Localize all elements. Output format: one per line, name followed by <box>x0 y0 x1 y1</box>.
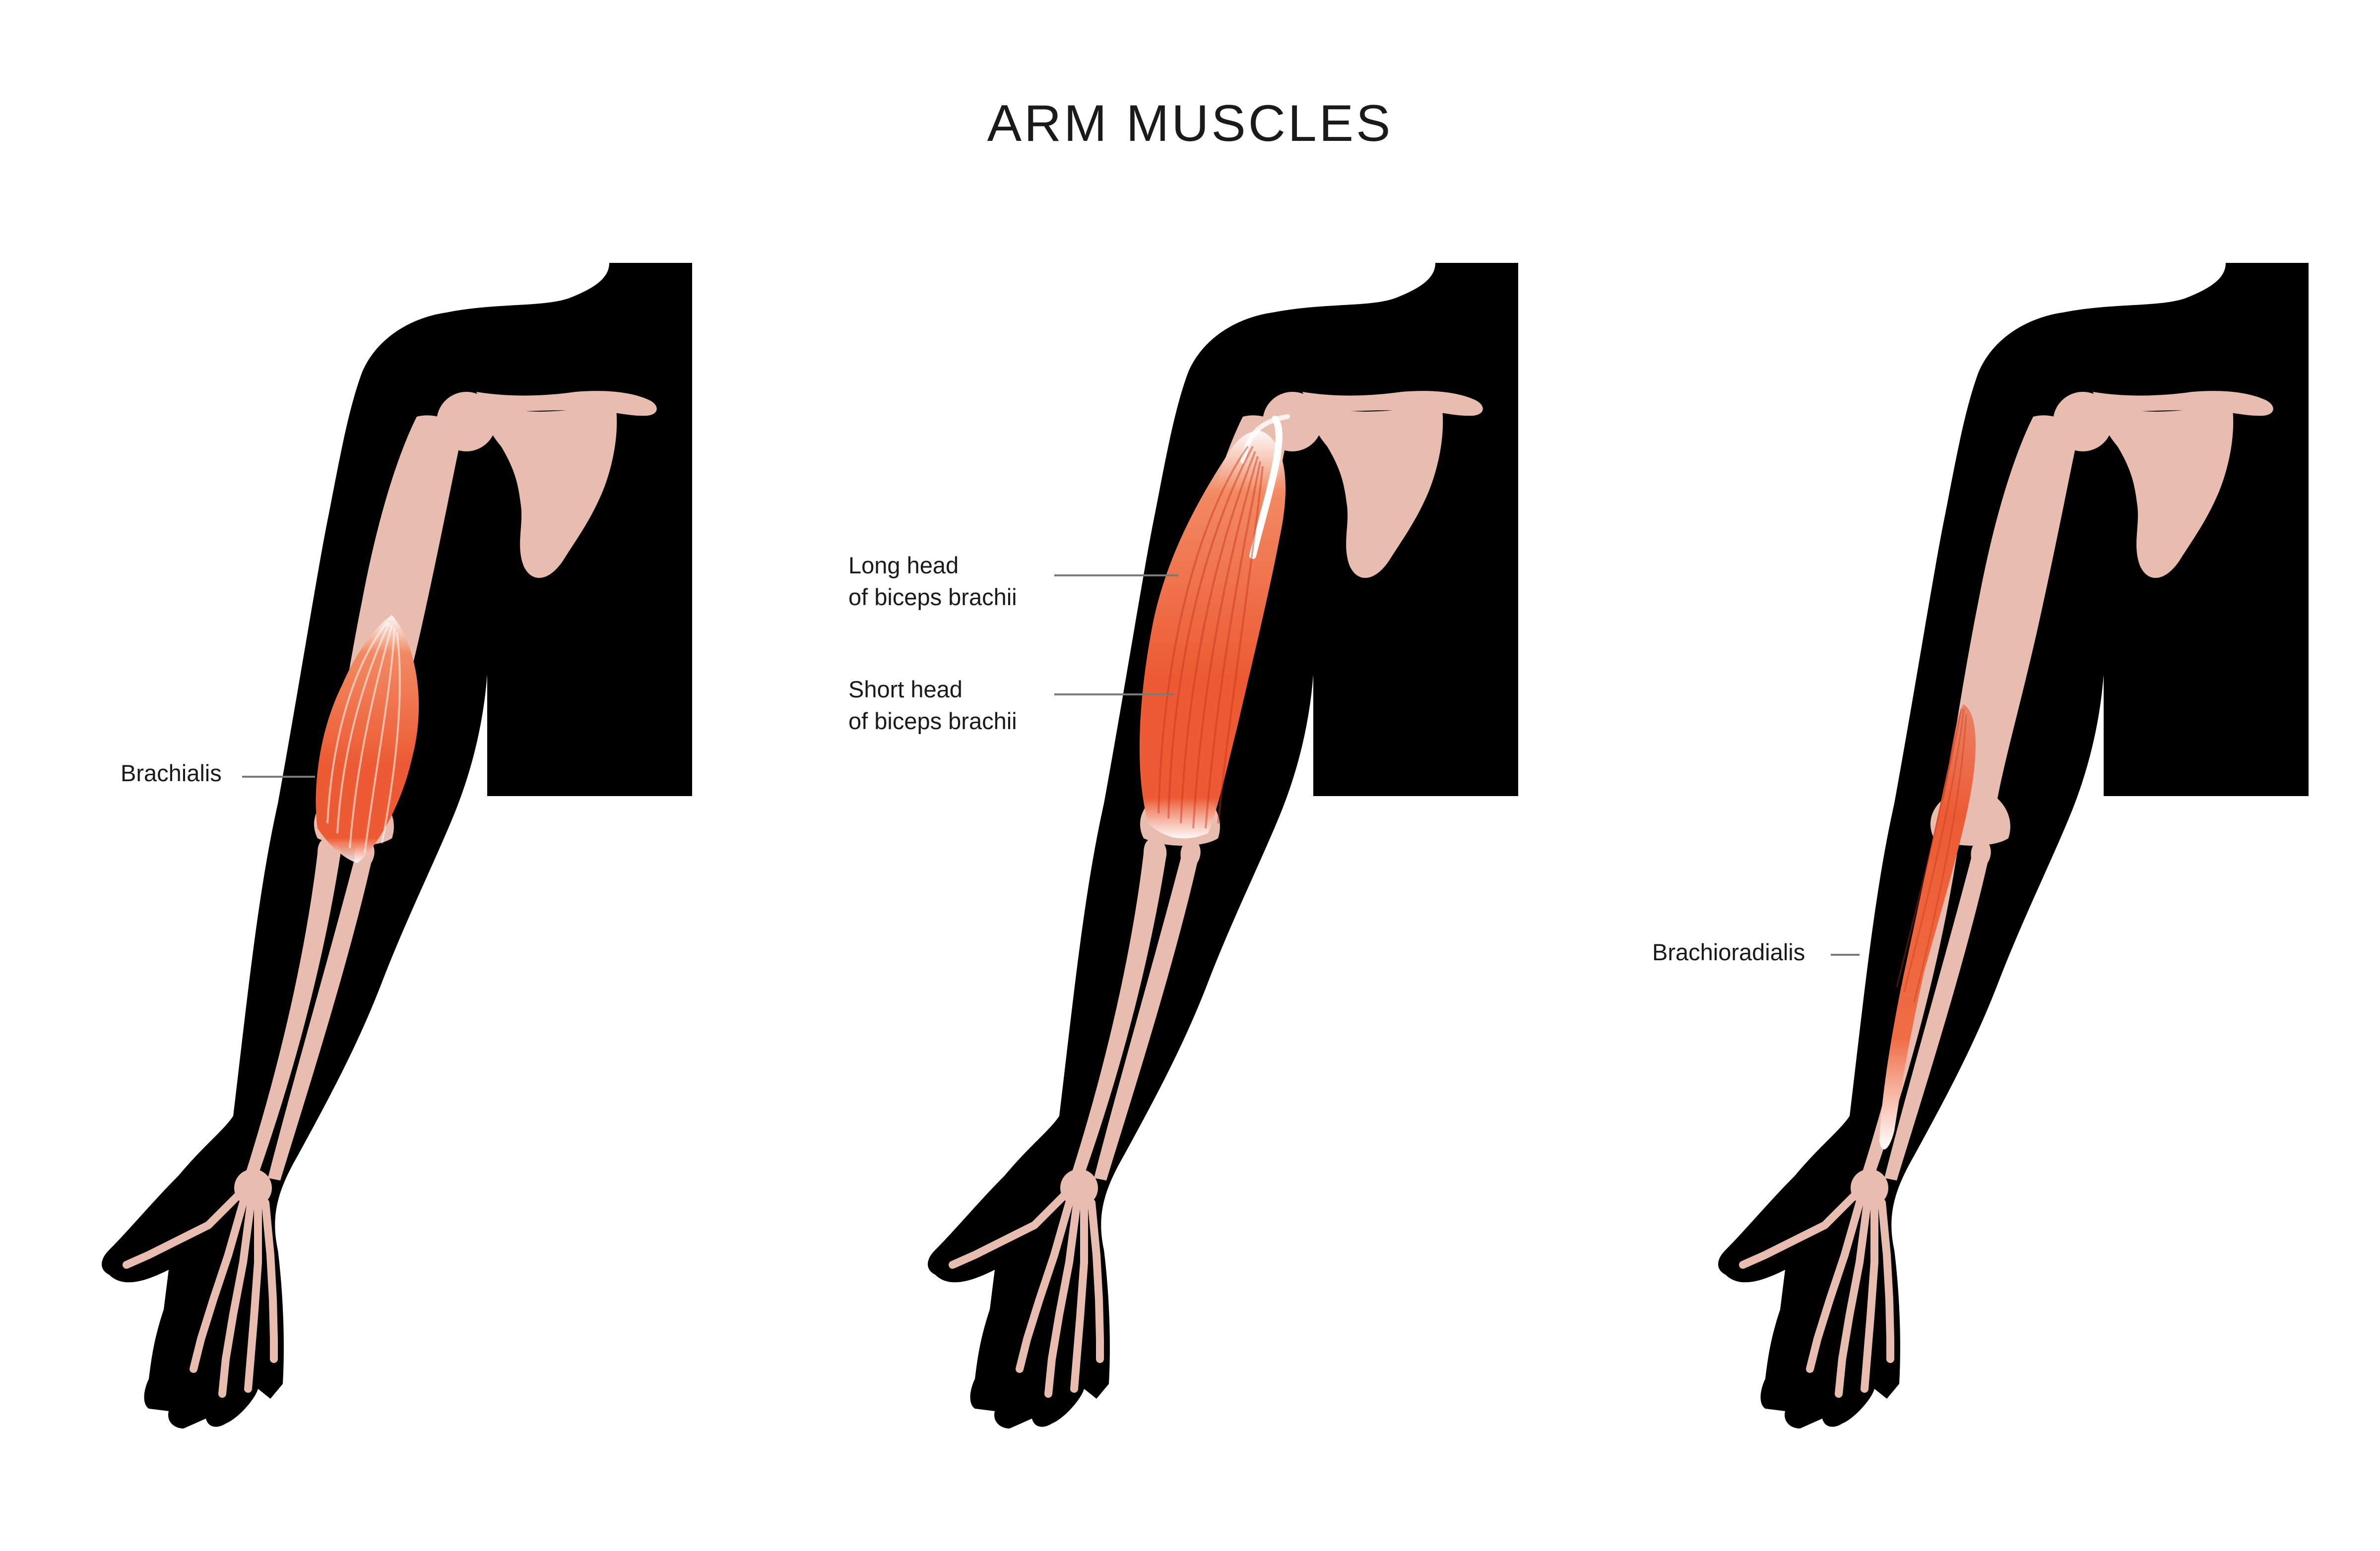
short-head-tendon <box>1240 414 1290 464</box>
label-brachioradialis: Brachioradialis <box>1652 936 1805 968</box>
panel-brachioradialis <box>1718 263 2309 1428</box>
label-short-head-line-1: Short head <box>848 676 963 702</box>
label-short-head-line-2: of biceps brachii <box>848 708 1017 734</box>
panel-brachialis <box>102 263 692 1428</box>
brachioradialis-muscle <box>1879 704 1976 1150</box>
label-brachialis: Brachialis <box>121 757 222 789</box>
brachioradialis-fibers <box>1896 709 1967 1002</box>
panel-biceps <box>928 263 1518 1428</box>
biceps-fibers <box>1158 445 1264 829</box>
label-long-head-line-2: of biceps brachii <box>848 584 1017 610</box>
label-long-head-biceps: Long head of biceps brachii <box>848 550 1017 613</box>
diagram-title: ARM MUSCLES <box>987 95 1393 152</box>
label-brachioradialis-line-1: Brachioradialis <box>1652 939 1805 965</box>
label-brachialis-line-1: Brachialis <box>121 760 222 786</box>
biceps-muscle <box>1139 431 1286 839</box>
label-long-head-line-1: Long head <box>848 552 959 578</box>
brachialis-fibers <box>326 621 401 854</box>
label-short-head-biceps: Short head of biceps brachii <box>848 674 1017 737</box>
brachialis-muscle <box>316 615 419 863</box>
long-head-tendon <box>1249 416 1283 559</box>
